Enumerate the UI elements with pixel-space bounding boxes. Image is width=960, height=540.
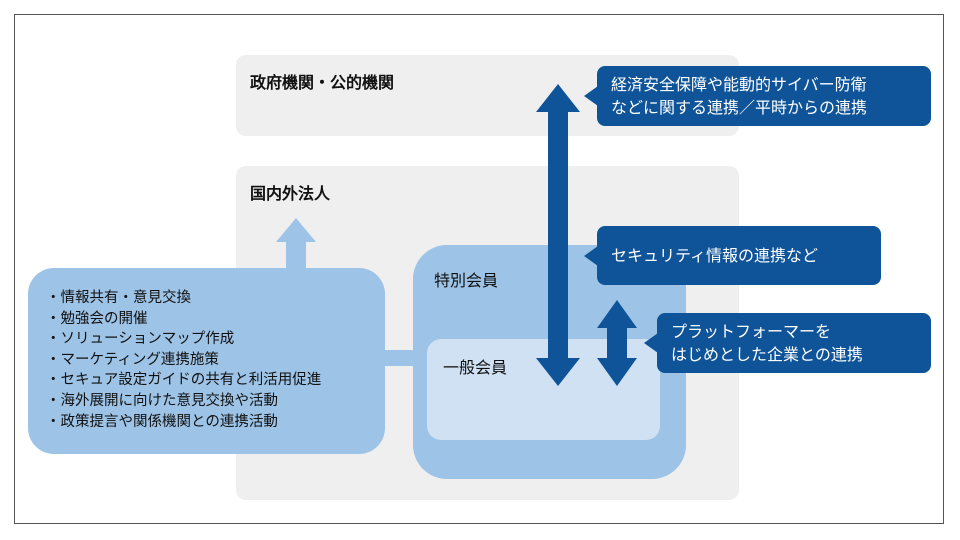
government-panel-title: 政府機関・公的機関 (250, 73, 395, 92)
general-member-label: 一般会員 (443, 358, 508, 377)
callout-tail (584, 245, 598, 266)
double-arrow-government-icon (536, 84, 580, 386)
activities-box: ・情報共有・意見交換 ・勉強会の開催 ・ソリューションマップ作成 ・マーケティン… (28, 268, 385, 454)
activities-connector (380, 350, 420, 366)
callout-line: セキュリティ情報の連携など (611, 246, 819, 265)
callout-line: などに関する連携／平時からの連携 (611, 98, 868, 117)
callout-line: プラットフォーマーを (671, 322, 832, 341)
up-arrow-light-icon (276, 218, 316, 269)
double-arrow-platformer-icon (597, 300, 637, 386)
activity-item: ・勉強会の開催 (46, 310, 148, 327)
callout-platformer-cooperation: プラットフォーマーを はじめとした企業との連携 (644, 313, 931, 373)
callout-government-cooperation: 経済安全保障や能動的サイバー防衛 などに関する連携／平時からの連携 (584, 66, 931, 126)
special-member-label: 特別会員 (434, 271, 499, 290)
activities-list: ・情報共有・意見交換 ・勉強会の開催 ・ソリューションマップ作成 ・マーケティン… (46, 288, 321, 432)
diagram-frame (14, 14, 944, 524)
callout-tail (584, 86, 598, 106)
callout-line: 経済安全保障や能動的サイバー防衛 (611, 75, 867, 94)
activity-item: ・情報共有・意見交換 (46, 290, 191, 306)
callout-tail (644, 333, 658, 353)
activity-item: ・政策提言や関係機関との連携活動 (46, 413, 278, 430)
activity-item: ・海外展開に向けた意見交換や活動 (46, 392, 278, 409)
callout-line: はじめとした企業との連携 (671, 345, 863, 364)
callout-security-info: セキュリティ情報の連携など (584, 226, 881, 285)
activity-item: ・ソリューションマップ作成 (46, 331, 235, 348)
activity-item: ・セキュア設定ガイドの共有と利活用促進 (46, 372, 322, 389)
activity-item: ・マーケティング連携施策 (46, 351, 219, 368)
domestic-corporations-panel-title: 国内外法人 (250, 184, 331, 203)
